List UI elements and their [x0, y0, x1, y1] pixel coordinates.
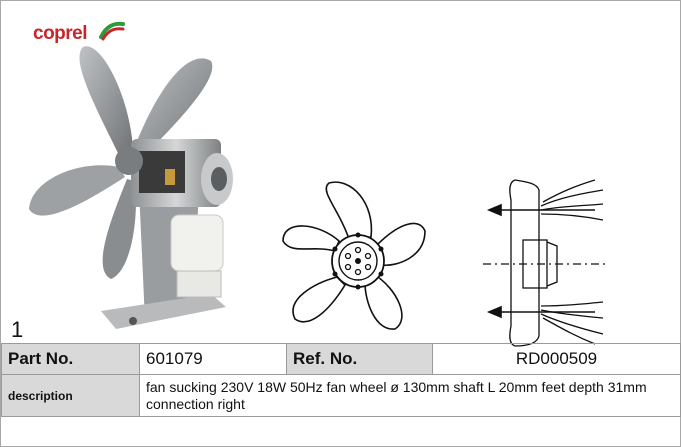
part-no-value: 601079	[139, 343, 287, 375]
figure-number: 1	[11, 317, 24, 342]
fan-wheel-front-drawing	[282, 181, 426, 330]
description-label: description	[1, 374, 140, 417]
description-row: description fan sucking 230V 18W 50Hz fa…	[1, 374, 681, 417]
part-no-label: Part No.	[1, 343, 140, 375]
logo-swoosh-icon	[99, 21, 125, 41]
description-value: fan sucking 230V 18W 50Hz fan wheel ø 13…	[139, 374, 681, 417]
ref-no-value: RD000509	[432, 343, 681, 375]
product-image-area: coprel	[1, 1, 680, 347]
fan-side-airflow-drawing	[483, 179, 605, 347]
brand-logo: coprel	[33, 23, 88, 44]
specs-table: Part No. 601079 Ref. No. RD000509 descri…	[1, 343, 681, 417]
fan-motor-photo	[29, 46, 233, 329]
ref-no-label: Ref. No.	[286, 343, 433, 375]
part-ref-row: Part No. 601079 Ref. No. RD000509	[1, 343, 681, 375]
